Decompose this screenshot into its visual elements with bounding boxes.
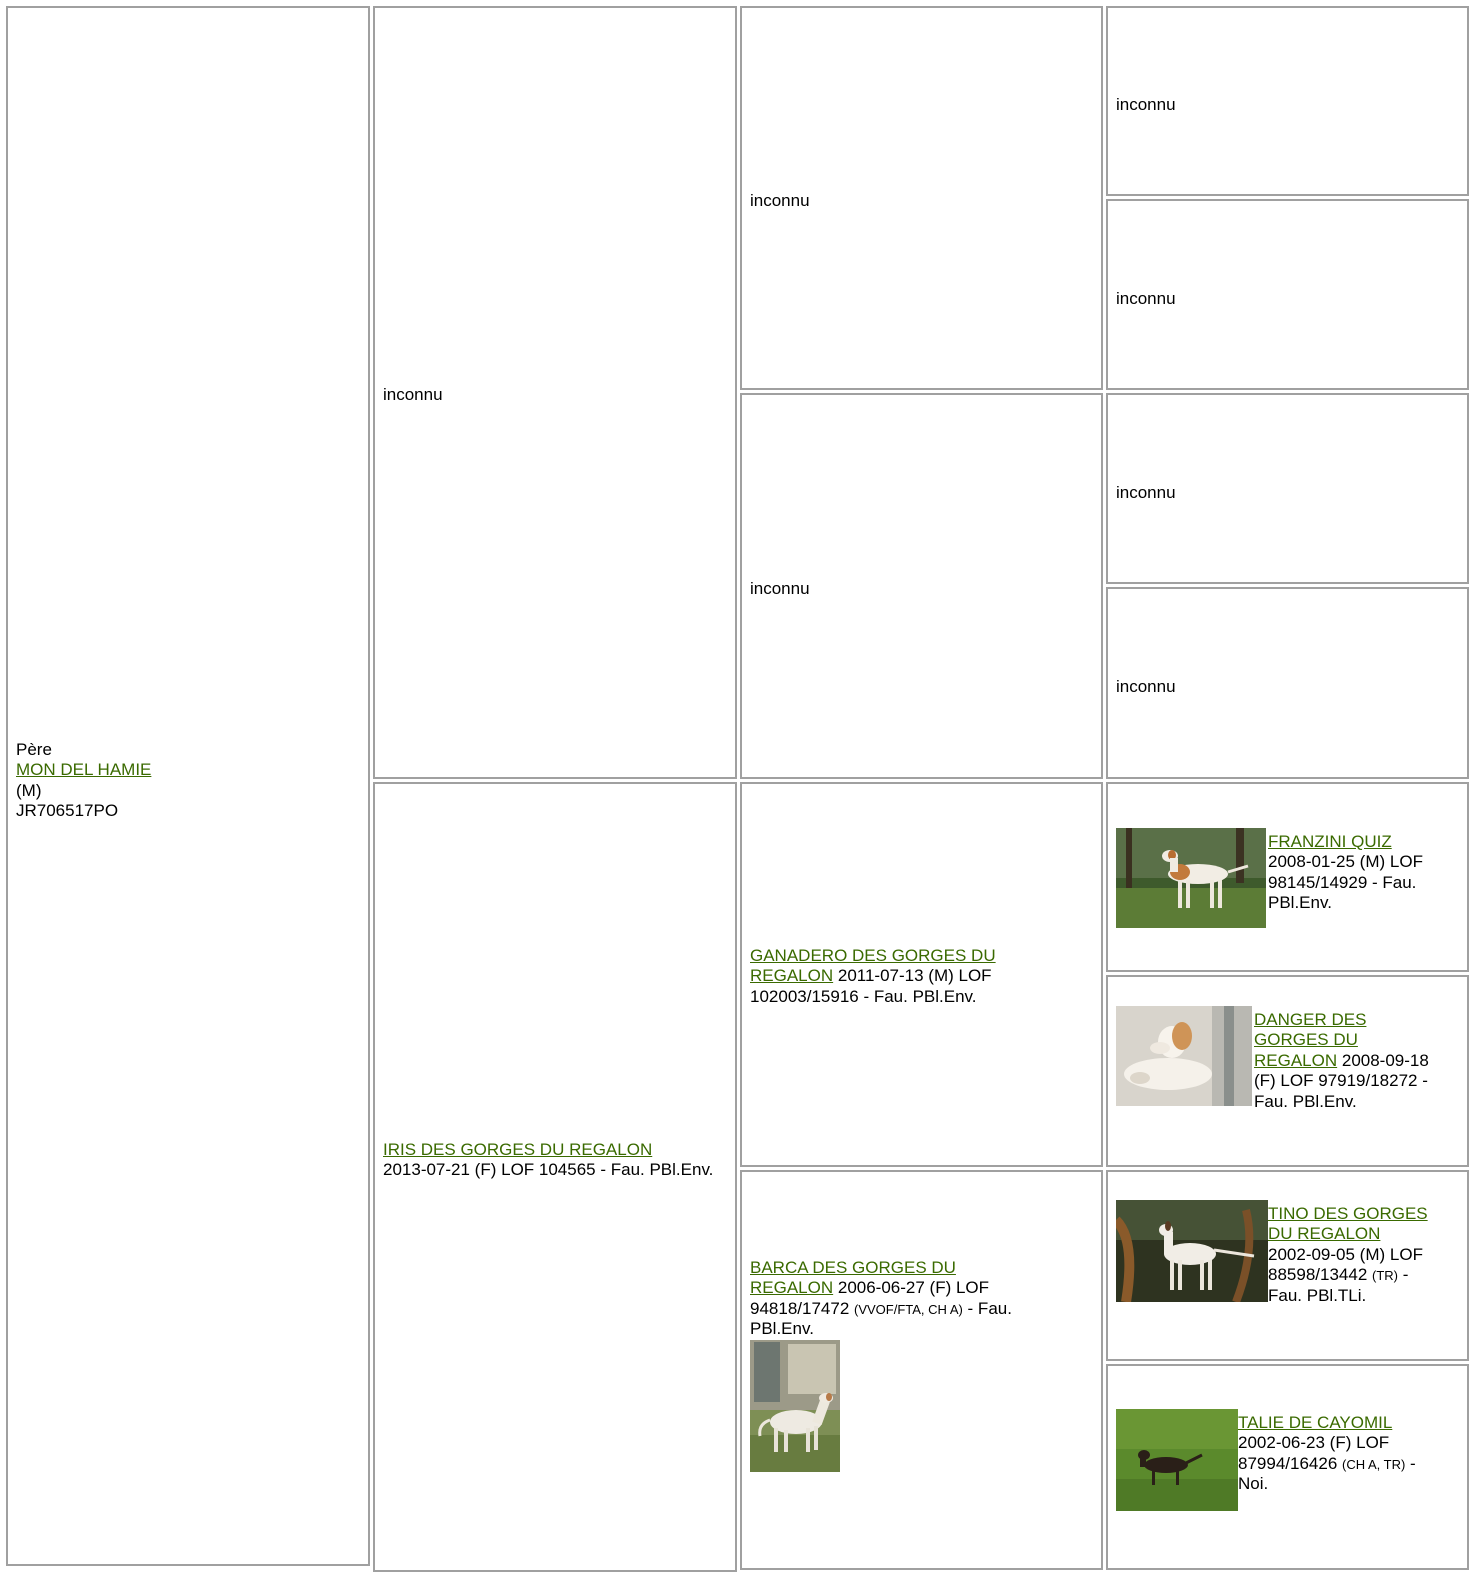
gp2-cell: inconnu: [740, 393, 1103, 779]
ggp1-cell: inconnu: [1106, 6, 1469, 196]
ggp2-cell: inconnu: [1106, 199, 1469, 390]
detail-line: Fau. PBl.TLi.: [1268, 1285, 1367, 1305]
dam-dam-details-c: - Fau.: [962, 1298, 1012, 1318]
dam-sire-details-b: 102003/15916 - Fau. PBl.Env.: [750, 986, 977, 1006]
name-part: GORGES DU: [1254, 1030, 1358, 1050]
name-part: REGALON: [1254, 1050, 1338, 1070]
dog-photo-image: [1116, 1006, 1252, 1106]
dam-info: IRIS DES GORGES DU REGALON 2013-07-21 (F…: [383, 1140, 723, 1181]
unknown-text: inconnu: [383, 385, 443, 404]
dam-dam-details-a: 2006-06-27 (F) LOF: [833, 1278, 990, 1298]
dam-details: 2013-07-21 (F) LOF 104565 - Fau. PBl.Env…: [383, 1160, 714, 1180]
detail-line: 2002-06-23 (F) LOF: [1238, 1433, 1390, 1453]
ggp8-cell: TALIE DE CAYOMIL 2002-06-23 (F) LOF 8799…: [1106, 1364, 1469, 1570]
dog-photo-image: [1116, 828, 1266, 928]
detail-line: 2008-09-18: [1337, 1050, 1429, 1070]
talie-info: TALIE DE CAYOMIL 2002-06-23 (F) LOF 8799…: [1238, 1413, 1466, 1495]
name-part: DANGER DES: [1254, 1010, 1367, 1029]
detail-line: -: [1398, 1265, 1409, 1285]
name-part: BARCA DES GORGES DU: [750, 1258, 956, 1277]
sire-cell: Père MON DEL HAMIE (M) JR706517PO: [6, 6, 370, 1566]
sire-sex: (M): [16, 780, 42, 800]
detail-line: 98145/14929 - Fau.: [1268, 872, 1417, 892]
dam-dam-details-d: PBl.Env.: [750, 1319, 814, 1339]
ggp3-cell: inconnu: [1106, 393, 1469, 584]
dog-photo[interactable]: [1116, 1409, 1238, 1511]
detail-line: PBl.Env.: [1268, 893, 1332, 913]
talie-name-link[interactable]: TALIE DE CAYOMIL: [1238, 1413, 1393, 1432]
dog-photo[interactable]: [1116, 1200, 1268, 1302]
dam-dam-titles: (VVOF/FTA, CH A): [854, 1301, 963, 1317]
unknown-text: inconnu: [1116, 483, 1176, 502]
name-part: REGALON: [750, 1278, 834, 1298]
dog-photo[interactable]: [750, 1340, 840, 1472]
detail-line: (F) LOF 97919/18272 -: [1254, 1071, 1428, 1091]
unknown-text: inconnu: [1116, 289, 1176, 308]
dog-photo-image: [1116, 1200, 1268, 1302]
dog-photo-image: [1116, 1409, 1238, 1511]
sire-sire-cell: inconnu: [373, 6, 737, 779]
gp1-cell: inconnu: [740, 6, 1103, 390]
dog-photo[interactable]: [1116, 828, 1266, 928]
name-part: GANADERO DES GORGES DU: [750, 946, 996, 965]
detail-line: 2002-09-05 (M) LOF: [1268, 1244, 1423, 1264]
sire-info: Père MON DEL HAMIE (M) JR706517PO: [16, 740, 151, 822]
sire-name-link[interactable]: MON DEL HAMIE: [16, 760, 152, 780]
dog-photo[interactable]: [1116, 1006, 1252, 1106]
unknown-text: inconnu: [1116, 95, 1176, 114]
detail-line: -: [1405, 1453, 1416, 1473]
unknown-text: inconnu: [750, 191, 810, 210]
dam-sire-details-a: 2011-07-13 (M) LOF: [833, 966, 992, 986]
detail-line: Fau. PBl.Env.: [1254, 1091, 1357, 1111]
detail-line: 88598/13442: [1268, 1265, 1372, 1285]
sire-reg: JR706517PO: [16, 801, 119, 821]
sire-label: Père: [16, 740, 52, 759]
titles: (CH A, TR): [1342, 1456, 1406, 1472]
ggp5-cell: FRANZINI QUIZ 2008-01-25 (M) LOF 98145/1…: [1106, 782, 1469, 972]
detail-line: 2008-01-25 (M) LOF: [1268, 852, 1423, 872]
dam-name-link[interactable]: IRIS DES GORGES DU REGALON: [383, 1140, 653, 1159]
titles: (TR): [1372, 1268, 1398, 1284]
dam-cell: IRIS DES GORGES DU REGALON 2013-07-21 (F…: [373, 782, 737, 1572]
name-part: REGALON: [750, 966, 834, 986]
unknown-text: inconnu: [750, 579, 810, 598]
ggp4-cell: inconnu: [1106, 587, 1469, 779]
detail-line: 87994/16426: [1238, 1453, 1342, 1473]
detail-line: Noi.: [1238, 1474, 1269, 1494]
name-part: DU REGALON: [1268, 1224, 1381, 1244]
franzini-name-link[interactable]: FRANZINI QUIZ: [1268, 832, 1392, 851]
name-part: TINO DES GORGES: [1268, 1204, 1428, 1223]
unknown-text: inconnu: [1116, 677, 1176, 696]
franzini-info: FRANZINI QUIZ 2008-01-25 (M) LOF 98145/1…: [1268, 832, 1464, 914]
dam-dam-details-b: 94818/17472: [750, 1298, 854, 1318]
dog-photo-image: [750, 1340, 840, 1472]
